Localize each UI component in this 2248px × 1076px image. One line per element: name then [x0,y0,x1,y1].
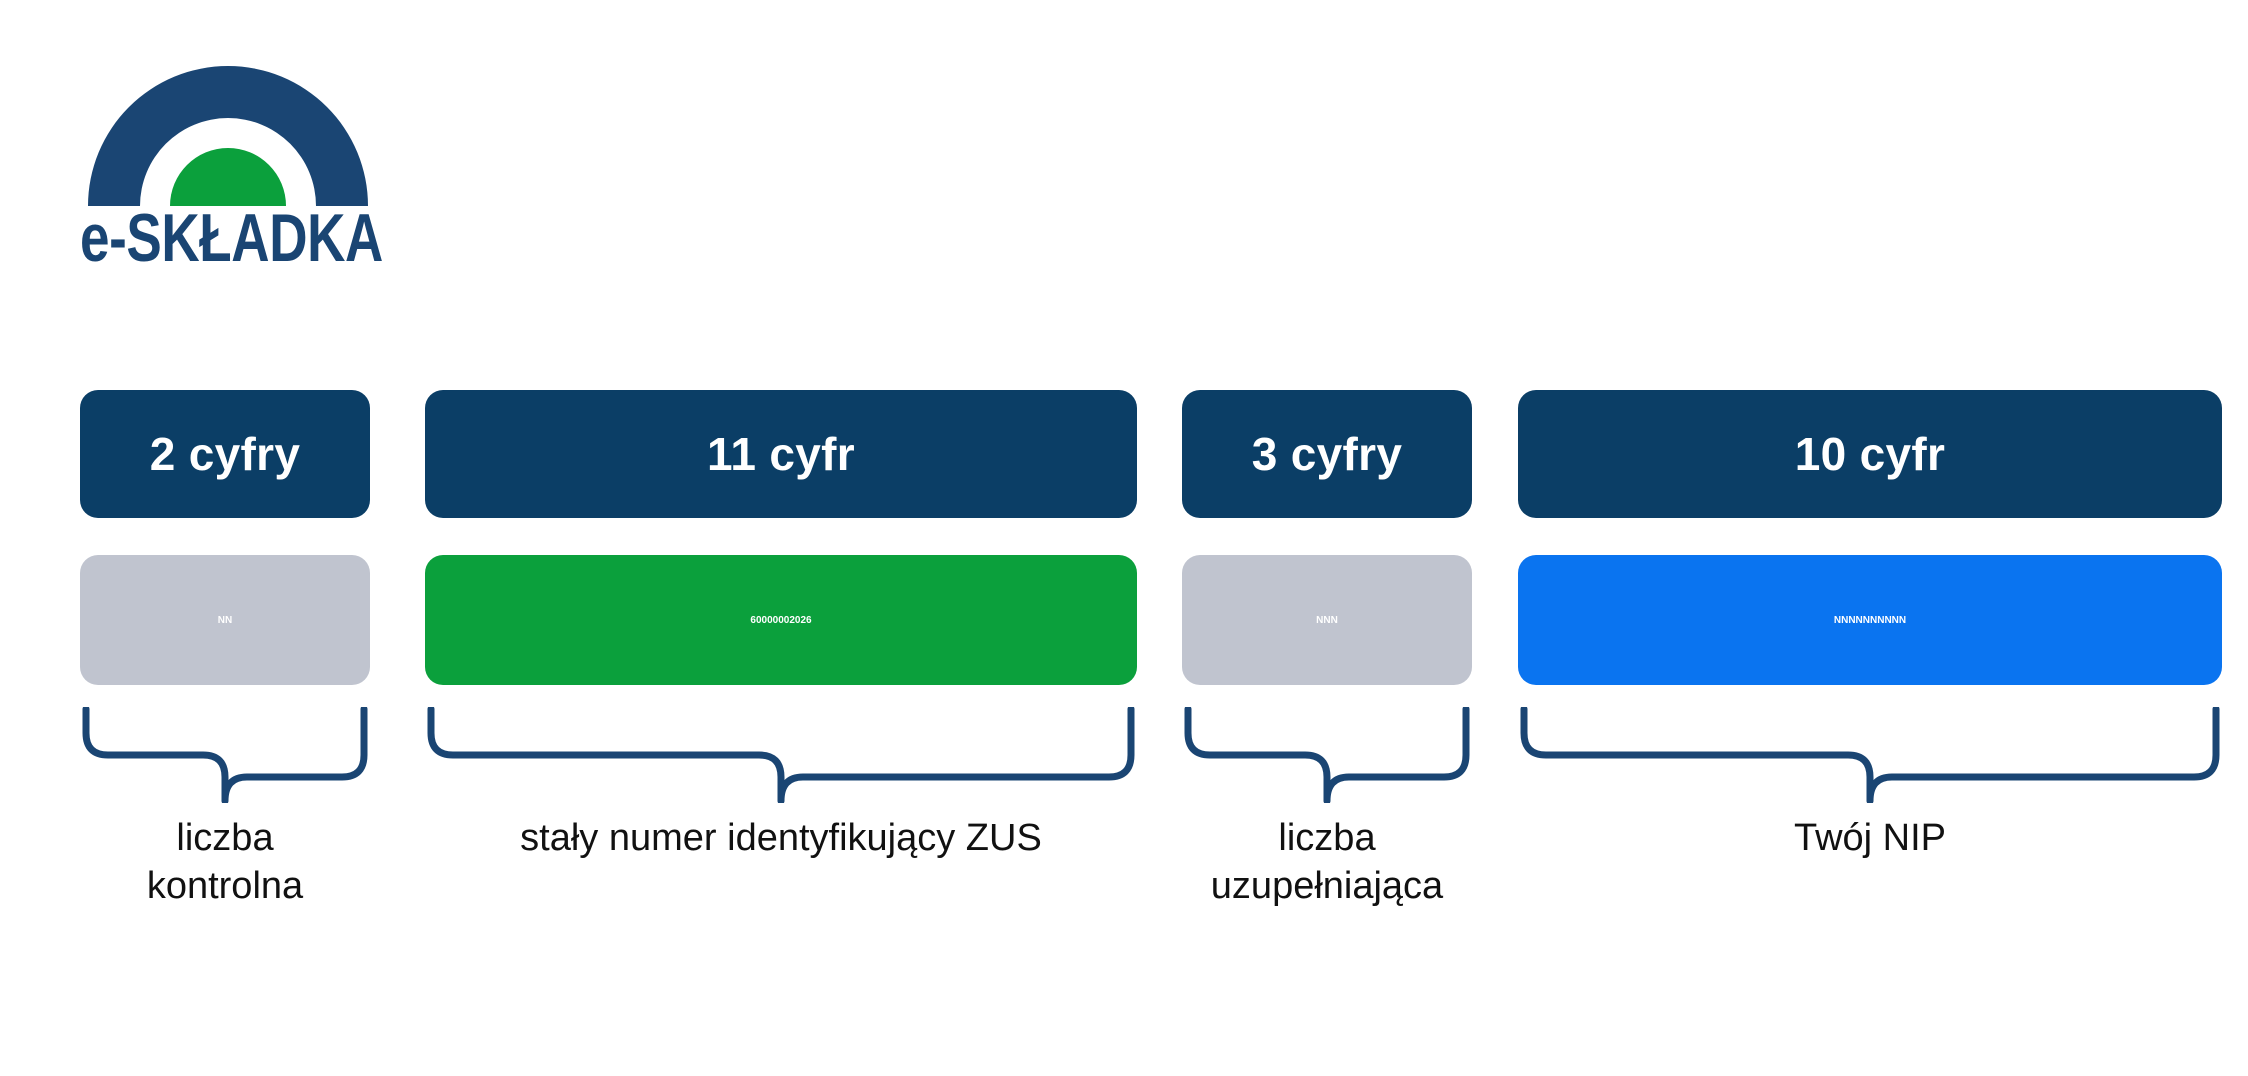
brace-icon [1518,705,2222,808]
segment-nip: 10 cyfr NNNNNNNNNN Twój NIP [1518,390,2222,862]
value-box: NN [80,555,370,685]
brace-icon [80,705,370,808]
e-skladka-logo: e-SKŁADKA [78,46,388,296]
logo-wordmark: e-SKŁADKA [80,200,383,276]
brace-icon [425,705,1137,808]
segment-caption: stały numer identyfikujący ZUS [520,817,1042,859]
count-badge: 2 cyfry [80,390,370,518]
segment-control-digits: 2 cyfry NN liczba kontrolna [80,390,370,910]
brace-icon [1182,705,1472,808]
zus-arc-logo-icon [78,46,378,206]
count-badge: 3 cyfry [1182,390,1472,518]
count-badge: 10 cyfr [1518,390,2222,518]
segment-caption: liczba kontrolna [146,817,304,907]
value-box: 60000002026 [425,555,1137,685]
value-box: NNNNNNNNNN [1518,555,2222,685]
count-badge: 11 cyfr [425,390,1137,518]
segment-supplementary-digits: 3 cyfry NNN liczba uzupełniająca [1182,390,1472,910]
value-box: NNN [1182,555,1472,685]
segment-caption: Twój NIP [1793,817,1947,859]
segment-zus-identifier: 11 cyfr 60000002026 stały numer identyfi… [425,390,1137,862]
segment-caption: liczba uzupełniająca [1210,817,1444,907]
